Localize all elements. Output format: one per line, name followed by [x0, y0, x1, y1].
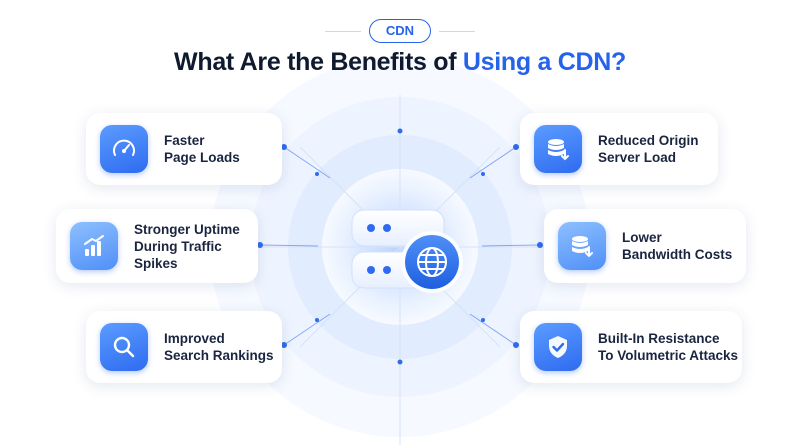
server-globe-icon [351, 209, 463, 293]
radial-spokes [250, 95, 550, 445]
database-download-icon [534, 125, 582, 173]
page-title: What Are the Benefits of Using a CDN? [0, 48, 800, 77]
speedometer-icon [100, 125, 148, 173]
magnifier-icon [100, 323, 148, 371]
title-accent: Using a CDN? [462, 48, 626, 76]
database-download-icon [558, 222, 606, 270]
tag-divider-left [325, 31, 361, 32]
bar-chart-growth-icon [70, 222, 118, 270]
connector-dots [257, 128, 543, 365]
connector-lines [259, 146, 541, 346]
shield-check-icon [534, 323, 582, 371]
cdn-tag: CDN [369, 19, 431, 43]
tag-divider-right [439, 31, 475, 32]
title-prefix: What Are the Benefits of [174, 48, 463, 76]
